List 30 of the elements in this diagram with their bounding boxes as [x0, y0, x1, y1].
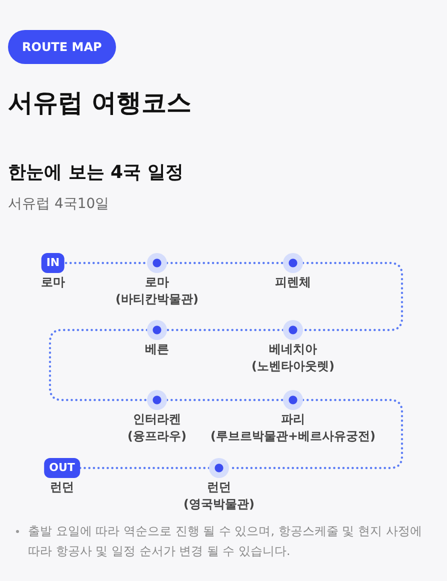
- dotted-route-line: [302, 262, 404, 332]
- footnote: 출발 요일에 따라 역순으로 진행 될 수 있으며, 항공스케줄 및 현지 사정에 따라 항공사 및 일정 순서가 변경 될 수 있습니다.: [28, 523, 423, 560]
- city-label: 베네치아 (노벤타아웃렛): [252, 341, 334, 375]
- route-badge: IN: [41, 253, 65, 273]
- stop-dot: [283, 390, 303, 410]
- dotted-route-line: [166, 398, 284, 402]
- city-label: 파리 (루브르박물관+베르사유궁전): [210, 411, 376, 445]
- stop-dot: [147, 390, 167, 410]
- dotted-route-line: [64, 262, 148, 264]
- dotted-route-line: [166, 262, 284, 264]
- dotted-route-line: [78, 466, 210, 470]
- stop-dot: [209, 458, 229, 478]
- stop-dot: [147, 320, 167, 340]
- city-label: 로마 (바티칸박물관): [116, 274, 198, 308]
- city-label: 인터라켄 (융프라우): [128, 411, 186, 445]
- trip-summary: 서유럽 4국10일: [8, 195, 110, 213]
- route-badge: OUT: [44, 458, 80, 478]
- route-map-badge: ROUTE MAP: [8, 30, 116, 64]
- city-label: 런던: [50, 479, 74, 496]
- title: 서유럽 여행코스: [8, 87, 192, 119]
- stop-dot: [283, 253, 303, 273]
- dotted-route-line: [48, 328, 148, 402]
- city-label: 로마: [41, 274, 65, 291]
- dotted-route-line: [166, 328, 284, 332]
- subheading: 한눈에 보는 4국 일정: [8, 161, 184, 184]
- stop-dot: [283, 320, 303, 340]
- city-label: 베른: [145, 341, 169, 358]
- city-label: 피렌체: [275, 274, 311, 291]
- city-label: 런던 (영국박물관): [184, 479, 254, 513]
- stop-dot: [147, 253, 167, 273]
